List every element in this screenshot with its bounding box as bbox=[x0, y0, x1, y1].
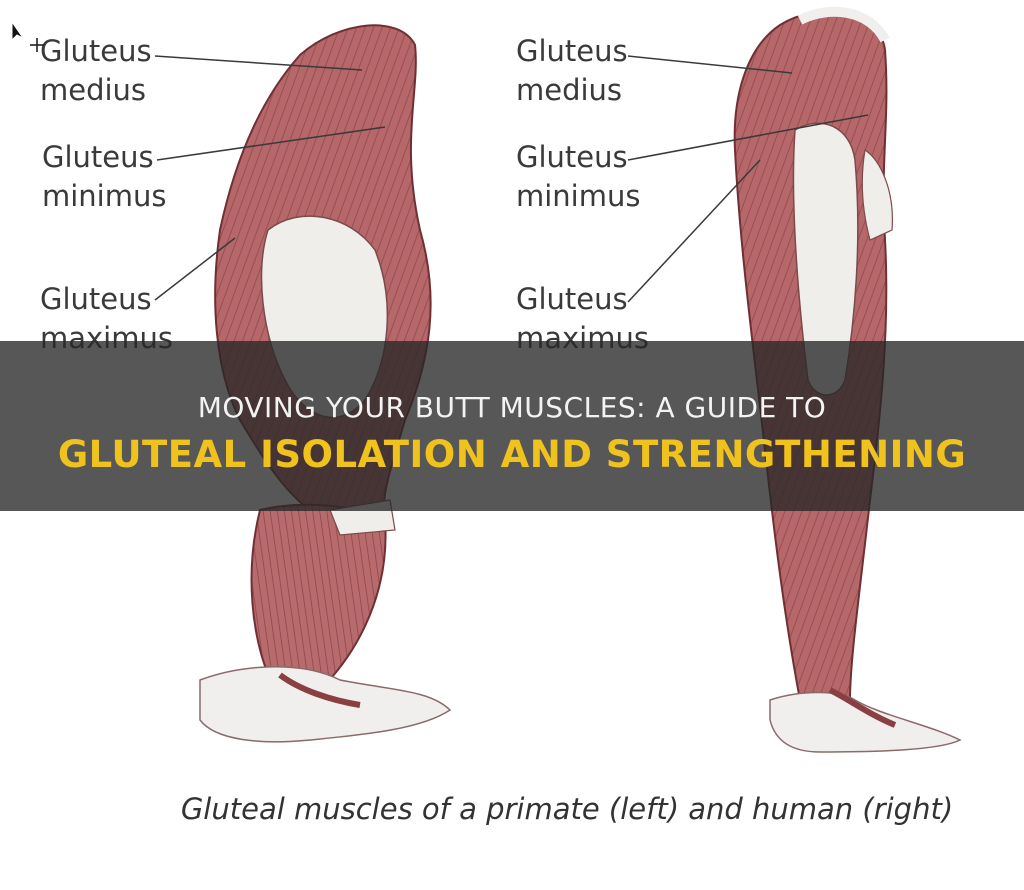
label-right-gluteus-minimus: Gluteus minimus bbox=[516, 138, 640, 216]
label-right-gluteus-medius: Gluteus medius bbox=[516, 32, 628, 110]
banner-title-line2: GLUTEAL ISOLATION AND STRENGTHENING bbox=[0, 433, 1024, 476]
mouse-cursor-icon bbox=[10, 20, 46, 56]
figure-caption: Gluteal muscles of a primate (left) and … bbox=[0, 792, 1024, 826]
banner-title-line1: MOVING YOUR BUTT MUSCLES: A GUIDE TO bbox=[0, 391, 1024, 424]
title-banner bbox=[0, 341, 1024, 511]
label-left-gluteus-minimus: Gluteus minimus bbox=[42, 138, 166, 216]
label-left-gluteus-medius: Gluteus medius bbox=[40, 32, 152, 110]
